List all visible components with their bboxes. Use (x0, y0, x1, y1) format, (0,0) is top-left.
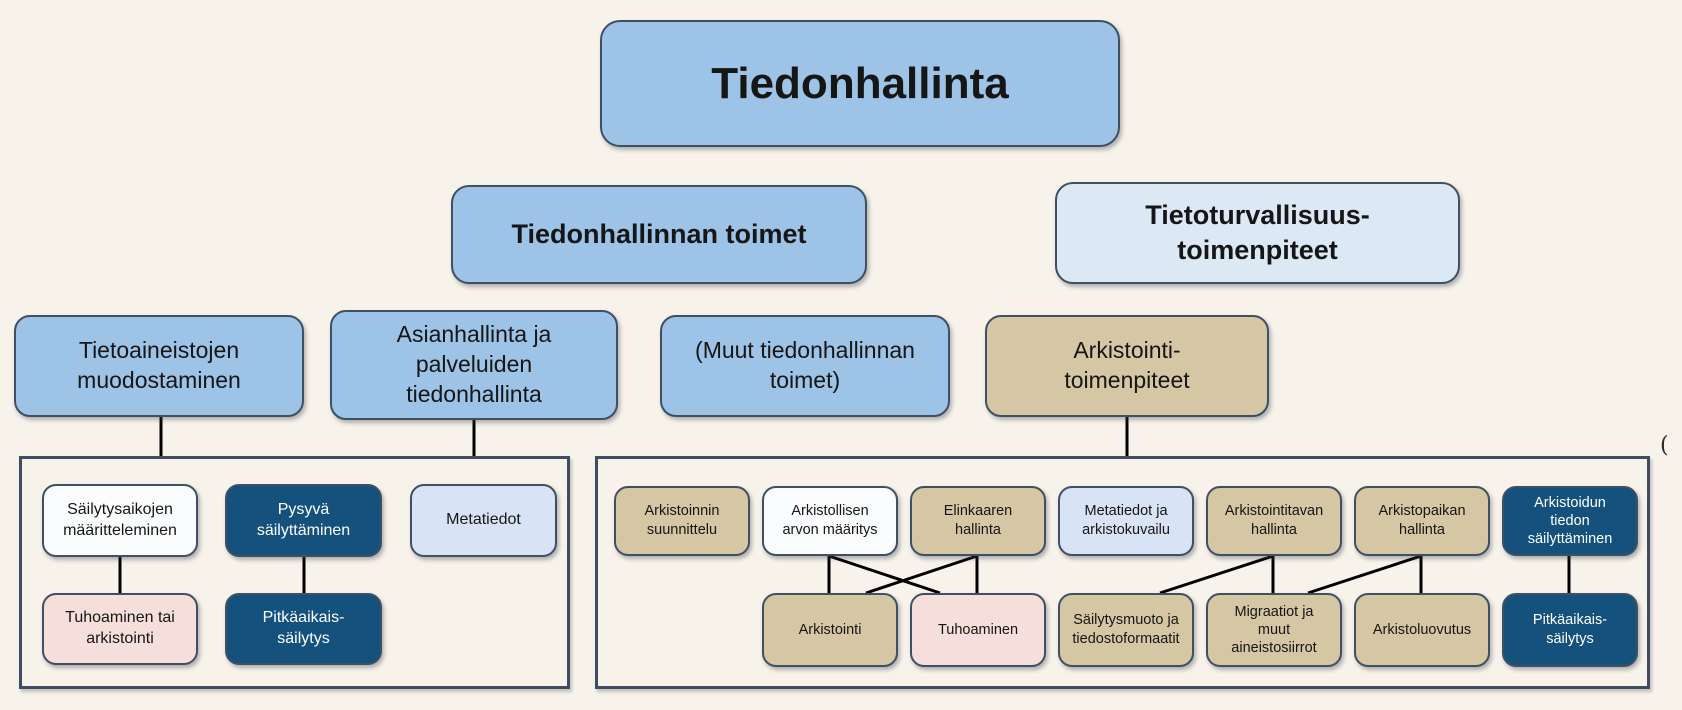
node-muut-tiedonhallinnan-toimet: (Muut tiedonhallinnan toimet) (660, 315, 950, 417)
node-tietoturvallisuus-toimenpiteet: Tietoturvallisuus- toimenpiteet (1055, 182, 1460, 284)
node-pysyva-sailyttaminen: Pysyvä säilyttäminen (225, 484, 382, 557)
node-tietoaineistojen-muodostaminen: Tietoaineistojen muodostaminen (14, 315, 304, 417)
node-sailytysaikojen-maaritteleminen: Säilytysaikojen määritteleminen (42, 484, 198, 557)
node-pitkaaikaissailytys-right: Pitkäaikais- säilytys (1502, 593, 1638, 667)
node-elinkaaren-hallinta: Elinkaaren hallinta (910, 486, 1046, 556)
node-tuhoaminen-tai-arkistointi: Tuhoaminen tai arkistointi (42, 593, 198, 665)
node-sailytysmuoto-ja-tiedostoformaatit: Säilytysmuoto ja tiedostoformaatit (1058, 593, 1194, 667)
node-arkistopaikan-hallinta: Arkistopaikan hallinta (1354, 486, 1490, 556)
node-pitkaaikaissailytys-left: Pitkäaikais- säilytys (225, 593, 382, 665)
node-tiedonhallinta: Tiedonhallinta (600, 20, 1120, 147)
node-metatiedot: Metatiedot (410, 484, 557, 557)
node-arkistoluovutus: Arkistoluovutus (1354, 593, 1490, 667)
node-arkistointi-toimenpiteet: Arkistointi- toimenpiteet (985, 315, 1269, 417)
node-tuhoaminen: Tuhoaminen (910, 593, 1046, 667)
node-arkistointi: Arkistointi (762, 593, 898, 667)
node-arkistointitavan-hallinta: Arkistointitavan hallinta (1206, 486, 1342, 556)
right-group-container (595, 456, 1650, 689)
node-migraatiot-ja-muut-aineistosiirrot: Migraatiot ja muut aineistosiirrot (1206, 593, 1342, 667)
node-arkistoinnin-suunnittelu: Arkistoinnin suunnittelu (614, 486, 750, 556)
node-arkistollisen-arvon-maaritys: Arkistollisen arvon määritys (762, 486, 898, 556)
node-arkistoidun-tiedon-sailyttaminen: Arkistoidun tiedon säilyttäminen (1502, 486, 1638, 556)
node-metatiedot-ja-arkistokuvailu: Metatiedot ja arkistokuvailu (1058, 486, 1194, 556)
left-group-container (19, 456, 570, 689)
node-tiedonhallinnan-toimet: Tiedonhallinnan toimet (451, 185, 867, 284)
node-asianhallinta: Asianhallinta ja palveluiden tiedonhalli… (330, 310, 618, 420)
stray-mark: ( (1660, 433, 1669, 458)
